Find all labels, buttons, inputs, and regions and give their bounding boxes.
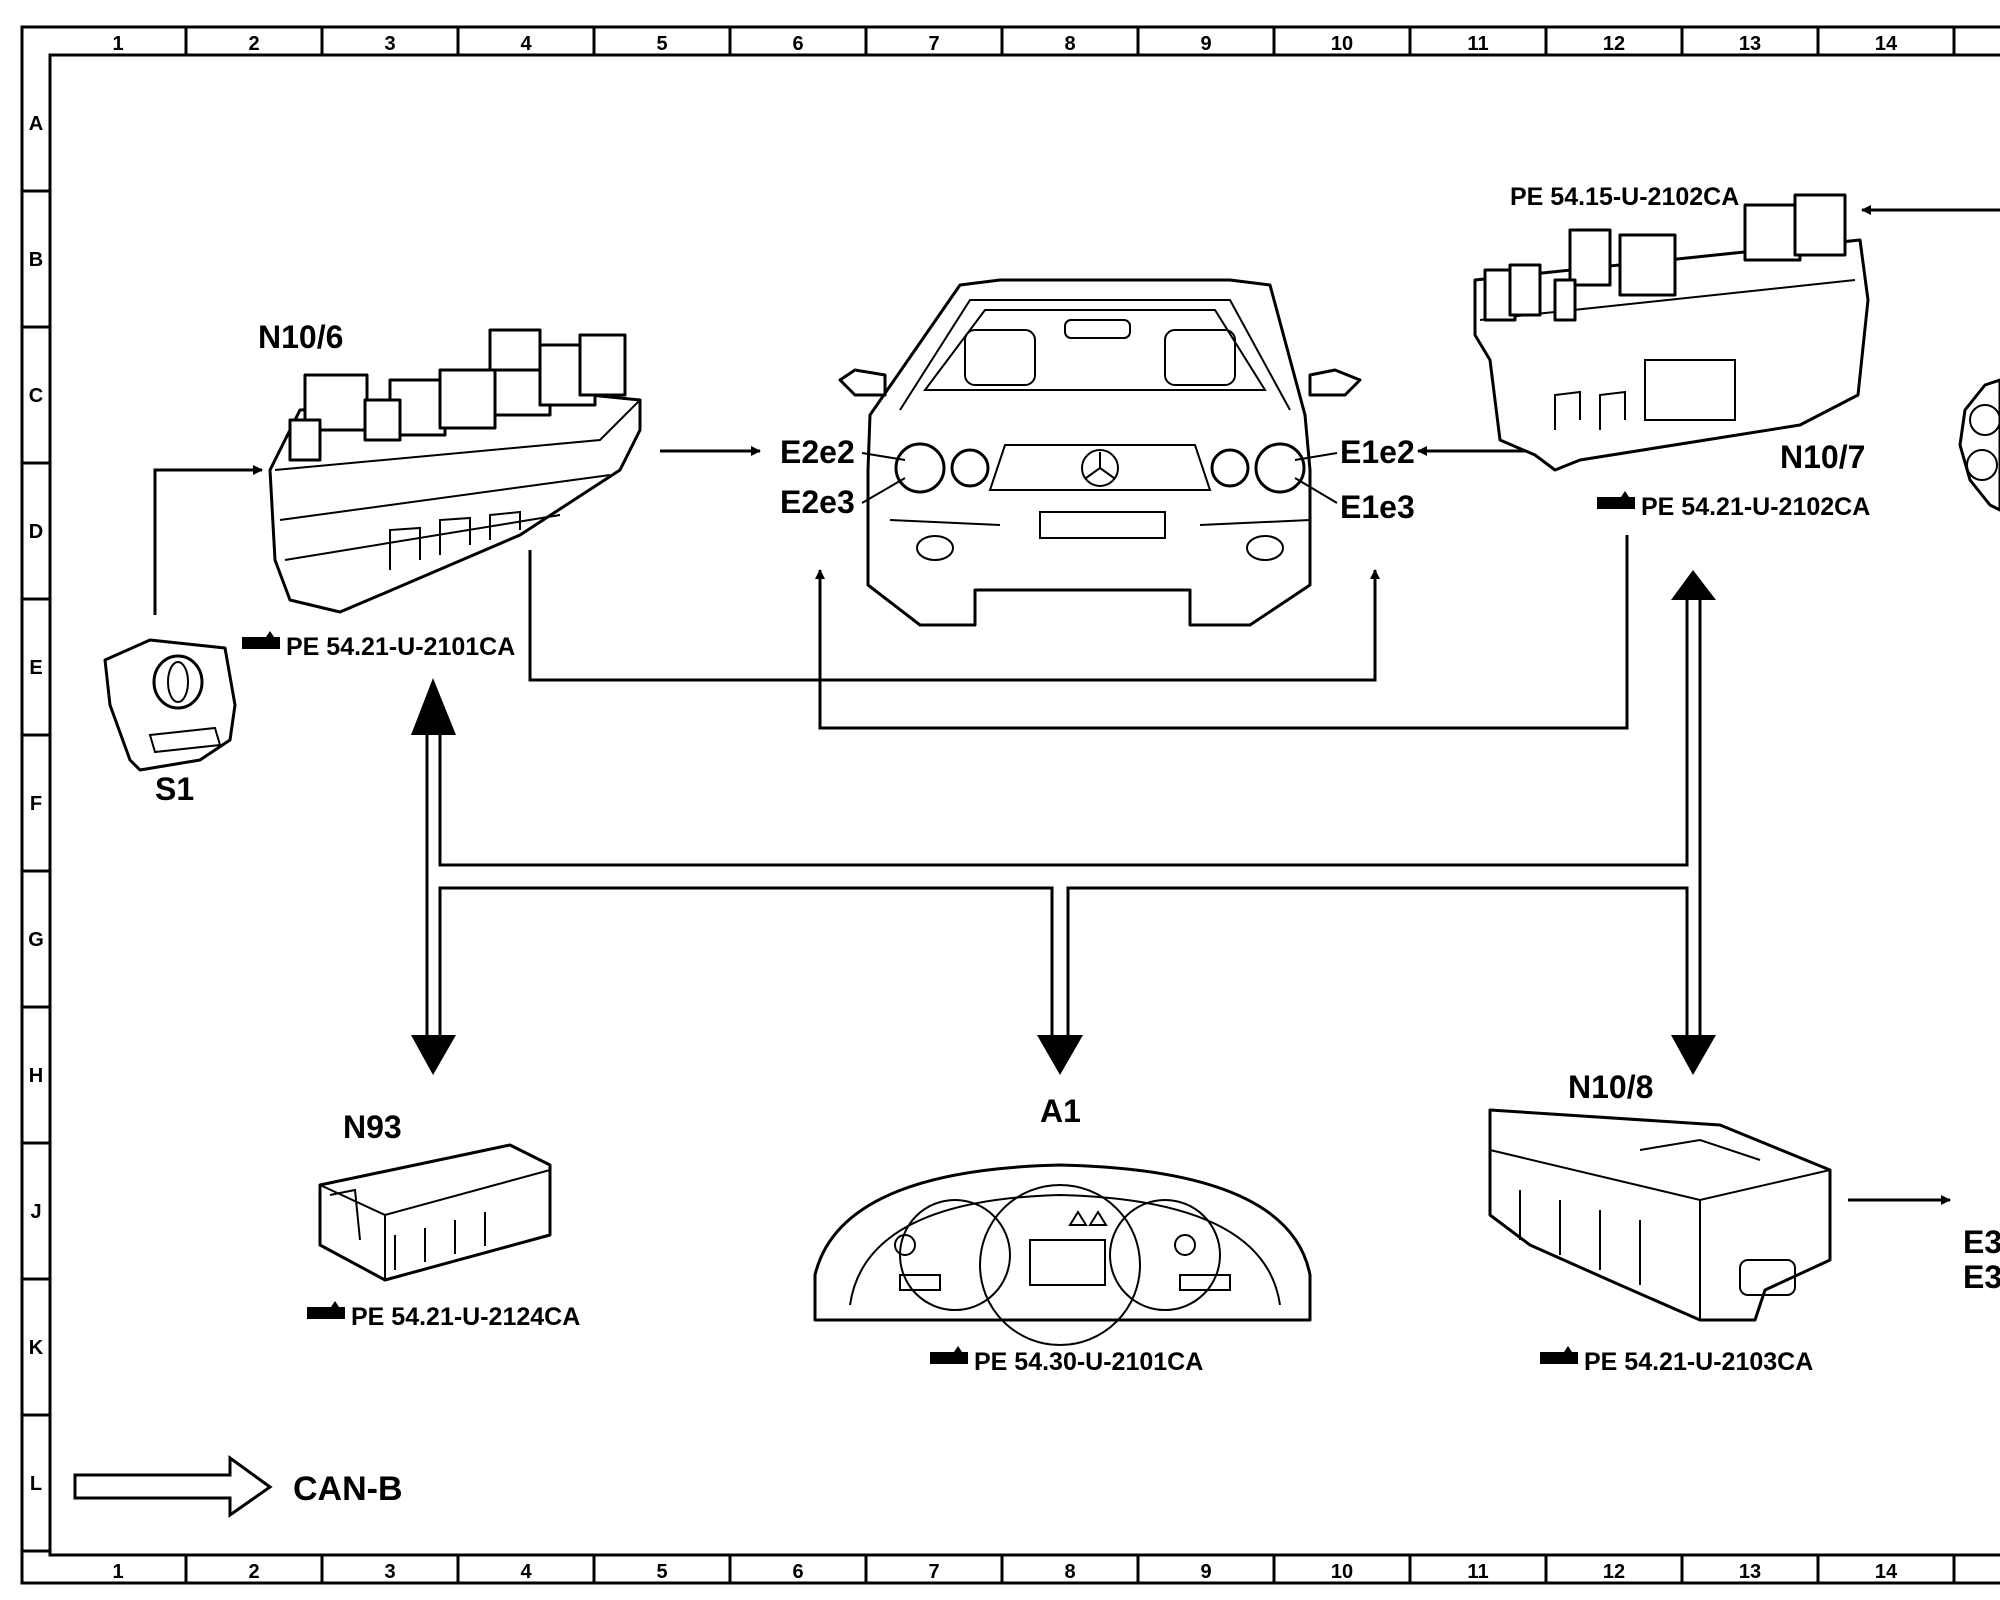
can-arrow-a1 xyxy=(1037,1035,1083,1075)
n10-8-ref-text: PE 54.21-U-2103CA xyxy=(1584,1348,1813,1376)
leader-e2e2 xyxy=(861,452,906,461)
s1-label: S1 xyxy=(155,771,194,807)
leader-e1e2 xyxy=(1294,452,1338,461)
grid-row-K: K xyxy=(29,1337,44,1359)
grid-col-bottom-5: 5 xyxy=(656,1561,667,1583)
grid-col-bottom-14: 14 xyxy=(1875,1561,1898,1583)
grid-col-bottom-2: 2 xyxy=(248,1561,259,1583)
grid-col-top-12: 12 xyxy=(1603,33,1625,55)
book-icon xyxy=(242,631,280,649)
grid-col-bottom-1: 1 xyxy=(112,1561,123,1583)
n10-7-module[interactable] xyxy=(1473,193,1870,472)
can-arrow-n10-8 xyxy=(1671,1035,1716,1075)
grid-col-top-2: 2 xyxy=(248,33,259,55)
grid-col-top-5: 5 xyxy=(656,33,667,55)
grid-rows-left: A B C D E F G H J K L xyxy=(22,113,50,1553)
grid-col-top-6: 6 xyxy=(792,33,803,55)
grid-col-top-13: 13 xyxy=(1739,33,1761,55)
n93-label: N93 xyxy=(343,1109,402,1145)
offpage-label-1: E3 xyxy=(1963,1224,2000,1260)
s1-switch[interactable] xyxy=(103,638,237,772)
can-arrow-n93 xyxy=(411,1035,456,1075)
grid-col-top-9: 9 xyxy=(1200,33,1211,55)
drawing-frame xyxy=(20,25,2000,1585)
lamp-e2e3: E2e3 xyxy=(780,484,855,520)
grid-col-bottom-8: 8 xyxy=(1064,1561,1075,1583)
wire-n10-7-to-e2 xyxy=(815,535,1629,730)
grid-col-bottom-9: 9 xyxy=(1200,1561,1211,1583)
grid-row-F: F xyxy=(30,793,42,815)
grid-row-C: C xyxy=(29,385,43,407)
grid-col-bottom-3: 3 xyxy=(384,1561,395,1583)
book-icon xyxy=(307,1301,345,1319)
grid-col-top-11: 11 xyxy=(1467,33,1488,55)
a1-label: A1 xyxy=(1040,1093,1081,1129)
n93-ref-text: PE 54.21-U-2124CA xyxy=(351,1303,580,1331)
grid-col-top-4: 4 xyxy=(520,33,532,55)
grid-row-L: L xyxy=(30,1473,42,1495)
vehicle-front xyxy=(838,278,1362,627)
leader-e2e3 xyxy=(861,477,906,504)
book-icon xyxy=(1540,1346,1578,1364)
leader-e1e3 xyxy=(1294,477,1338,504)
n93-module[interactable] xyxy=(318,1143,552,1282)
grid-col-bottom-7: 7 xyxy=(928,1561,939,1583)
book-icon xyxy=(930,1346,968,1364)
wire-s1-to-n10-6 xyxy=(153,465,263,615)
grid-col-top-10: 10 xyxy=(1331,33,1353,55)
grid-col-bottom-6: 6 xyxy=(792,1561,803,1583)
n10-7-ref-text: PE 54.21-U-2102CA xyxy=(1641,493,1870,521)
grid-col-top-7: 7 xyxy=(928,33,939,55)
legend-label: CAN-B xyxy=(293,1470,403,1508)
grid-row-D: D xyxy=(29,521,43,543)
lamp-e1e2: E1e2 xyxy=(1340,434,1415,470)
grid-row-J: J xyxy=(30,1201,41,1223)
n10-6-ref: PE 54.21-U-2101CA xyxy=(242,631,515,661)
grid-col-bottom-11: 11 xyxy=(1467,1561,1488,1583)
n10-8-ref: PE 54.21-U-2103CA xyxy=(1540,1346,1813,1376)
n10-7-ref-top: PE 54.15-U-2102CA xyxy=(1510,183,1739,211)
can-arrow-n10-7 xyxy=(1671,570,1716,600)
n10-7-label: N10/7 xyxy=(1780,439,1865,475)
grid-col-top-1: 1 xyxy=(112,33,123,55)
a1-ref: PE 54.30-U-2101CA xyxy=(930,1346,1203,1376)
grid-row-H: H xyxy=(29,1065,43,1087)
a1-ref-text: PE 54.30-U-2101CA xyxy=(974,1348,1203,1376)
grid-row-E: E xyxy=(29,657,42,679)
n93-ref: PE 54.21-U-2124CA xyxy=(307,1301,580,1331)
n10-6-module[interactable] xyxy=(268,328,642,614)
legend: CAN-B xyxy=(73,1455,403,1518)
grid-col-bottom-12: 12 xyxy=(1603,1561,1625,1583)
can-b-legend-arrow xyxy=(73,1455,273,1518)
grid-row-A: A xyxy=(29,113,43,135)
grid-col-bottom-4: 4 xyxy=(520,1561,532,1583)
a1-instrument-cluster[interactable] xyxy=(813,1163,1312,1346)
grid-col-top-8: 8 xyxy=(1064,33,1075,55)
offpage-component xyxy=(1958,378,2000,512)
n10-8-module[interactable] xyxy=(1488,1108,1832,1322)
book-icon xyxy=(1597,491,1635,509)
lamp-e1e3: E1e3 xyxy=(1340,489,1415,525)
n10-6-label: N10/6 xyxy=(258,319,343,355)
n10-7-ref: PE 54.21-U-2102CA xyxy=(1597,491,1870,521)
grid-col-top-14: 14 xyxy=(1875,33,1898,55)
grid-col-top-3: 3 xyxy=(384,33,395,55)
n10-6-ref-text: PE 54.21-U-2101CA xyxy=(286,633,515,661)
grid-col-bottom-10: 10 xyxy=(1331,1561,1353,1583)
wire-n10-6-to-e1 xyxy=(528,550,1380,682)
grid-row-G: G xyxy=(28,929,44,951)
n10-8-label: N10/8 xyxy=(1568,1069,1653,1105)
offpage-label-2: E3 xyxy=(1963,1259,2000,1295)
can-arrow-n10-6 xyxy=(411,678,456,735)
grid-col-bottom-13: 13 xyxy=(1739,1561,1761,1583)
can-b-bus xyxy=(411,570,1716,1075)
lamp-e2e2: E2e2 xyxy=(780,434,855,470)
grid-row-B: B xyxy=(29,249,43,271)
